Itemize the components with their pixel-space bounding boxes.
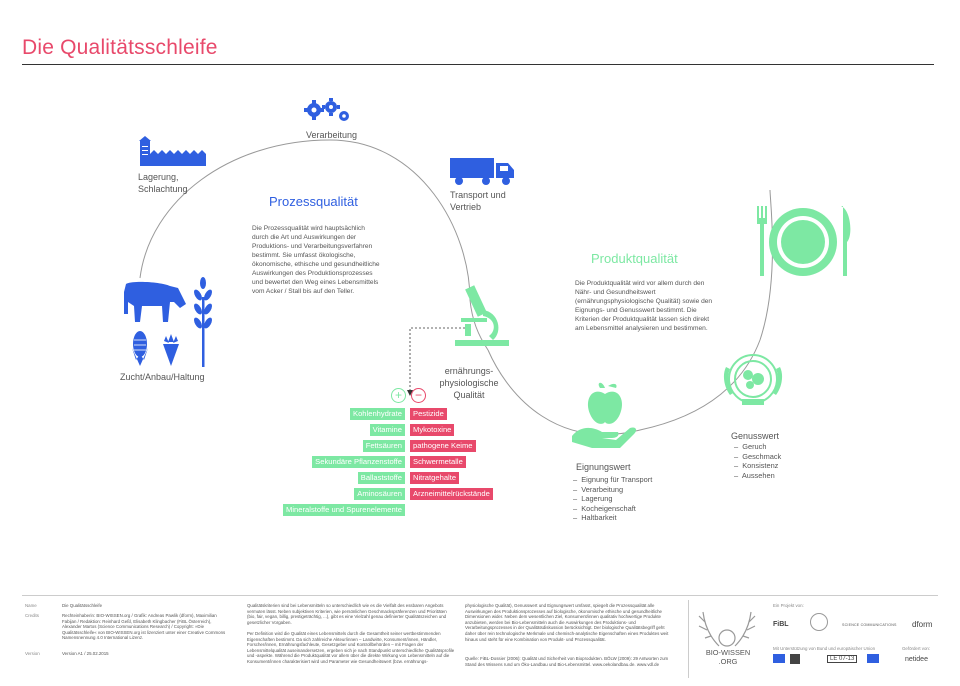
eu-flag-icon [773,654,785,663]
list-item: – Geruch [734,442,767,451]
negative-tag: pathogene Keime [410,440,476,452]
positive-tag: Sekundäre Pflanzenstoffe [312,456,405,468]
footer-version-value: Version A1 / 25.02.2015 [62,651,109,656]
eignung-list: – Eignung für Transport – Verarbeitung –… [573,475,652,523]
label-eignung: Eignungswert [576,462,631,472]
prozess-title: Prozessqualität [269,194,358,209]
positive-tag: Kohlenhydrate [350,408,405,420]
footer-text-1: Qualitätskriterien sind bei Lebensmittel… [247,603,447,625]
positive-tag: Mineralstoffe und Spurenelemente [283,504,405,516]
label-transport: Transport und Vertrieb [450,190,506,212]
list-item: – Haltbarkeit [573,513,617,523]
list-item: – Lagerung [573,494,613,504]
footer-text-3: physiologische Qualität), Genusswert und… [465,603,669,642]
dform-logo: dform [912,620,933,629]
eu-flag-icon [867,654,879,663]
ministry-logo [790,654,800,664]
positive-tag: Ballaststoffe [357,472,405,484]
footer-divider [22,595,938,596]
list-item: – Konsistenz [734,461,779,471]
positive-tag: Vitamine [369,424,405,436]
negative-tag: Nitratgehalte [410,472,460,484]
footer-source: Quelle: FiBL-Dossier (2006): Qualität un… [465,656,669,667]
produkt-text: Die Produktqualität wird vor allem durch… [575,280,713,332]
plus-icon: + [391,388,406,403]
genuss-list: – Geruch – Geschmack – Konsistenz – Auss… [734,442,781,480]
footer-credits-value: Rechteinhaberin: BIO-WISSEN.org / Grafik… [62,613,226,641]
page-title: Die Qualitätsschleife [22,36,218,59]
antlers-icon [698,611,756,647]
silo-icon [139,136,206,166]
positive-tag: Fettsäuren [362,440,405,452]
label-ernaehrung: ernährungs-physiologische Qualität [439,366,499,400]
carrot-icon [163,334,179,366]
cow-icon [124,281,186,322]
le-logo: LE 07-13 [827,655,858,663]
footer-name-value: Die Qualitätsschleife [62,603,103,608]
minus-icon: − [411,388,426,403]
list-item: – Eignung für Transport [573,475,653,484]
netidee-label: Gefördert von: [902,646,931,651]
label-verarbeitung: Verarbeitung [306,130,358,140]
label-lagerung: Lagerung, Schlachtung [138,172,188,194]
bio-wissen-logo: BIO-WISSEN .ORG [705,648,751,666]
produkt-title: Produktqualität [591,251,678,266]
apple-hand-icon [572,382,637,448]
partners-label: Ein Projekt von: [773,603,804,608]
list-item: – Verarbeitung [573,484,624,494]
wheat-icon [194,277,212,367]
support-label: Mit Unterstützung von Bund und europäisc… [773,646,876,651]
negative-tag: Schwermetalle [410,456,466,468]
positive-tag: Aminosäuren [354,488,405,500]
corn-icon [132,331,148,366]
truck-icon [450,158,514,185]
gears-icon [304,98,349,121]
footer-version-label: Version [25,651,40,656]
title-divider [22,64,934,65]
microscope-icon [455,285,509,346]
footer-vline [688,600,689,678]
negative-tag: Arzneimittelrückstände [410,488,493,500]
footer-text-2: Per Definition wird die Qualität eines L… [247,631,455,664]
label-zucht: Zucht/Anbau/Haltung [120,372,205,382]
fibl-logo: FiBL [773,621,789,628]
list-item: – Kocheigenschaft [573,503,636,513]
scicom-logo: SCIENCE COMMUNICATIONS [842,623,897,627]
plate-cutlery-icon [757,206,851,276]
footer-name-label: Name [25,603,37,608]
negative-tag: Pestizide [410,408,447,420]
list-item: – Aussehen [734,470,775,480]
crest-icon [810,613,828,631]
negative-tag: Mykotoxine [410,424,455,436]
seal-icon [723,354,783,405]
netidee-logo: netidee [905,656,928,663]
list-item: – Geschmack [734,451,782,461]
prozess-text: Die Prozessqualität wird hauptsächlich d… [252,225,380,295]
footer-credits-label: Credits [25,613,39,618]
label-genuss: Genusswert [731,431,780,441]
